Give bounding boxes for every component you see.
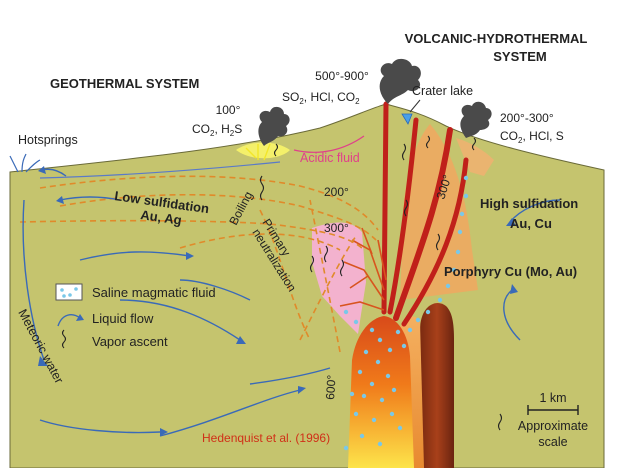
meteoric-flow-arrows [22,168,561,437]
porphyry-label: Porphyry Cu (Mo, Au) [444,264,577,279]
volcanic-title-line2: SYSTEM [493,49,546,64]
legend-saline-label: Saline magmatic fluid [92,285,216,300]
geo-gas-label: CO2, H2S [192,122,242,138]
low-sulfidation-line2: Au, Ag [140,207,183,228]
isotherm-lines [19,175,379,353]
high-sulfidation-line2: Au, Cu [510,216,552,231]
meteoric-arrowheads [38,166,518,436]
scale-label-line2: scale [538,435,567,449]
isotherm-600-label: 600° [323,374,339,400]
geothermal-vent-halo [236,142,290,159]
acidic-fluid-pointer [293,135,365,153]
dike-network [339,227,387,311]
geothermal-plume-icon [258,106,290,146]
hotspring-spray [9,153,41,173]
acidic-fluid-label: Acidic fluid [300,151,360,165]
scale-distance-label: 1 km [539,391,566,405]
saline-fluid-dots [343,175,469,451]
plume-icon [379,58,421,104]
volcanic-title-line1: VOLCANIC-HYDROTHERMAL [405,31,588,46]
hotsprings-label: Hotsprings [18,133,78,147]
high-sulfidation-line1: High sulfidation [480,196,578,211]
crater-lake-label: Crater lake [412,84,473,98]
crater-temp-label: 500°-900° [315,69,369,83]
citation-label: Hedenquist et al. (1996) [202,431,330,445]
legend [55,283,84,349]
right-gas-label: CO2, HCl, S [500,129,564,145]
right-temp-label: 200°-300° [500,111,554,125]
crater-lake [401,113,413,125]
geothermal-title: GEOTHERMAL SYSTEM [50,76,199,91]
legend-vapor-label: Vapor ascent [92,334,168,349]
high-sulfidation-halo [456,138,494,176]
crater-gas-label: SO2, HCl, CO2 [282,90,360,106]
legend-liquid-arrow-icon [57,314,81,327]
legend-saline-swatch [55,283,83,301]
water-table-line [39,161,281,179]
legend-vapor-squiggle-icon [61,329,67,349]
isotherm-300-left-label: 300° [324,221,349,235]
scale-bar [527,405,579,415]
legend-liquid-label: Liquid flow [92,311,154,326]
scale-label-line1: Approximate [518,419,588,433]
primary-neutralization-zone [312,222,366,334]
geo-temp-label: 100° [216,103,241,117]
isotherm-200-label: 200° [324,185,349,199]
vent-sparkle [245,143,271,161]
right-vent-plume-icon [460,101,492,138]
vapor-ascent-squiggles [259,135,503,431]
magma-body [348,316,414,468]
crater-lake-pointer [409,99,421,113]
porphyry-intrusion [420,303,454,468]
